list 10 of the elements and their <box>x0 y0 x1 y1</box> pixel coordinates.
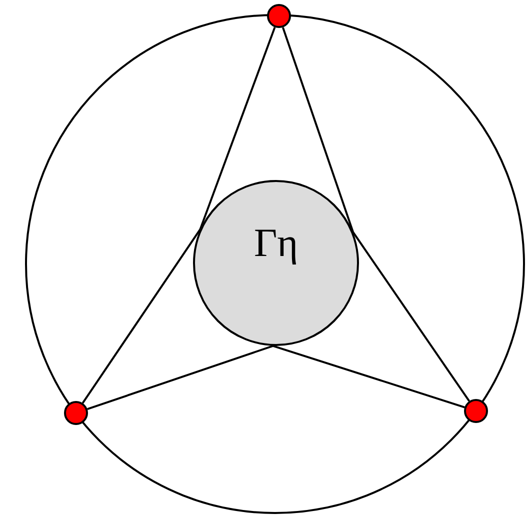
node-label: Γη <box>254 223 298 263</box>
satellite-dot <box>267 4 291 28</box>
connector-line <box>272 344 465 408</box>
connector-line <box>87 344 274 410</box>
connector-line <box>282 27 354 233</box>
connector-line <box>352 232 470 402</box>
satellite-dot <box>64 401 88 425</box>
connector-line <box>82 228 202 404</box>
connector-line <box>199 26 276 230</box>
satellite-dot <box>464 399 488 423</box>
